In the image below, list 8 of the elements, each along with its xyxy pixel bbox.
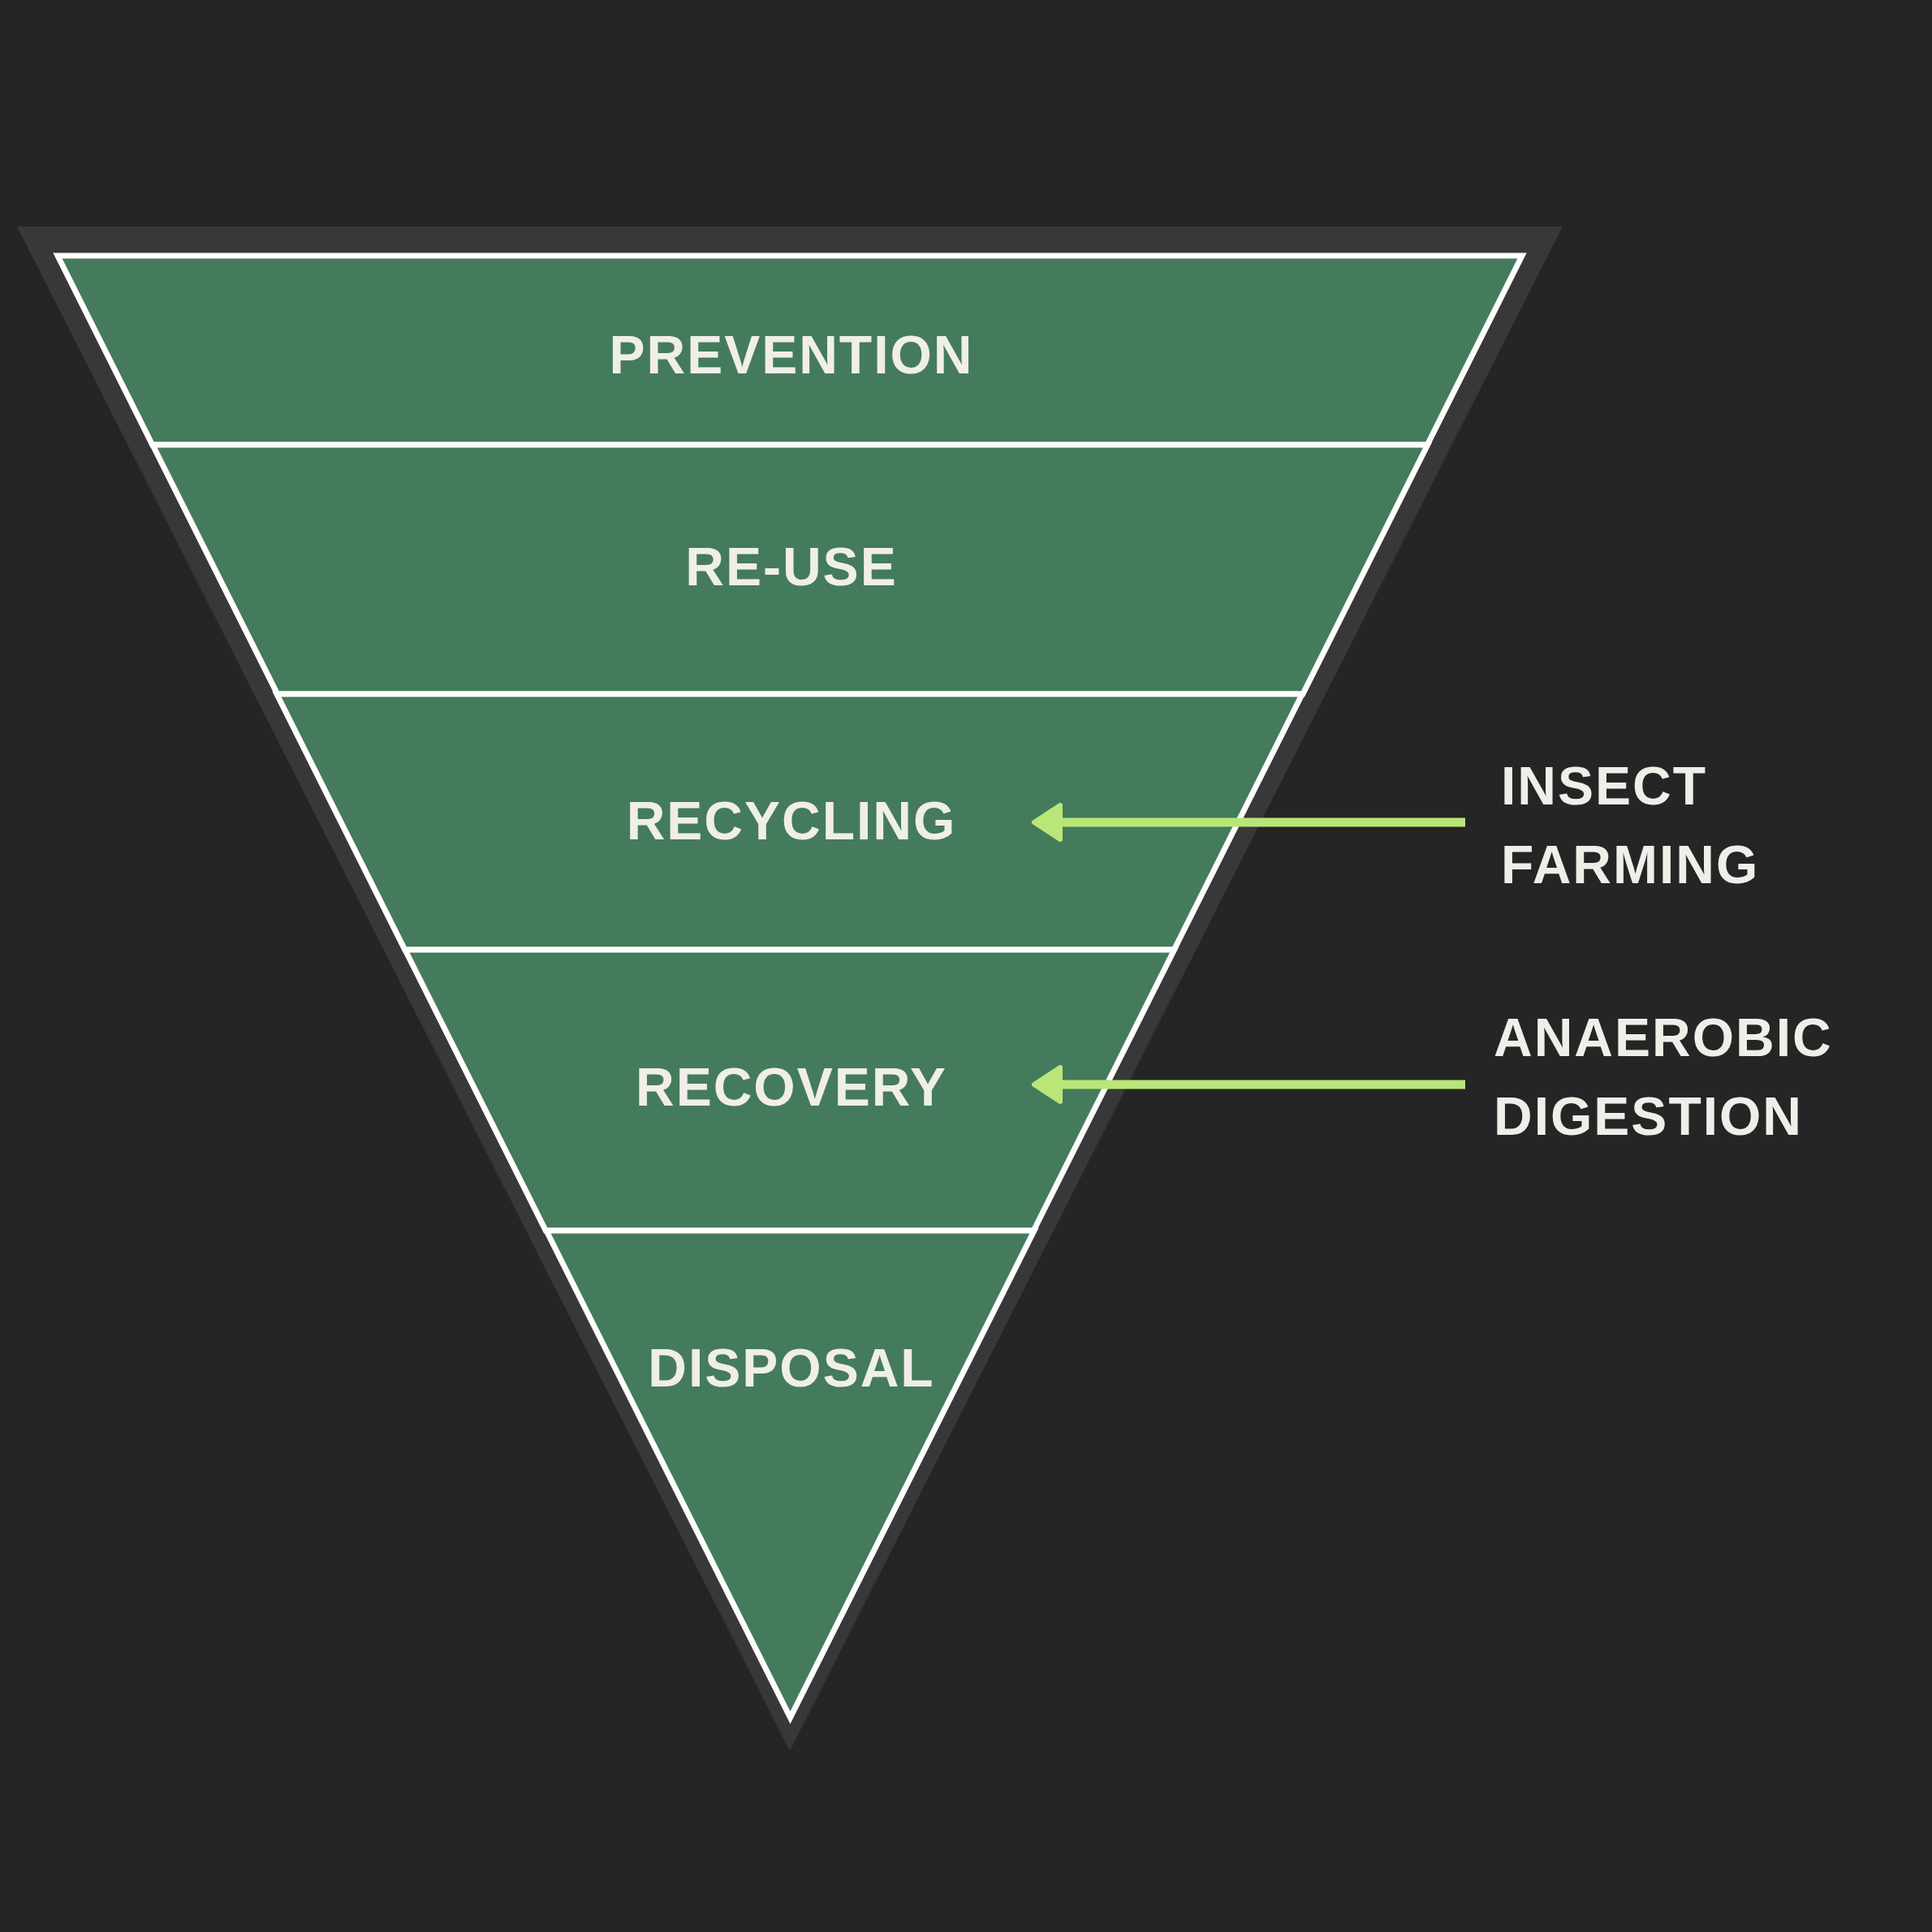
side-label: INSECT FARMING [1501, 747, 1760, 904]
band-label: RECYCLING [626, 794, 957, 847]
side-label: ANAEROBIC DIGESTION [1494, 998, 1833, 1156]
band-label: RECOVERY [636, 1060, 947, 1114]
band-label: RE-USE [685, 540, 898, 593]
band-label: PREVENTION [609, 328, 974, 382]
band-label: DISPOSAL [648, 1341, 935, 1395]
arrow [1032, 803, 1465, 842]
